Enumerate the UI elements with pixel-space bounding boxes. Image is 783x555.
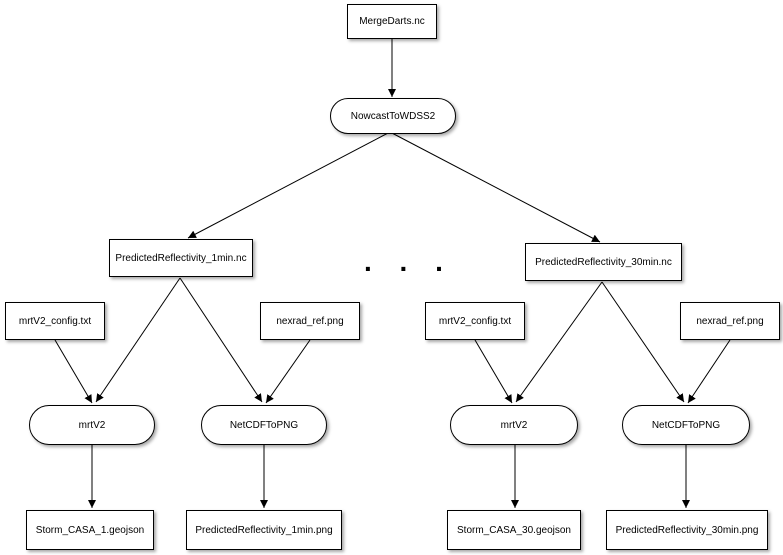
nowcasttowdss2-job-node: NowcastToWDSS2: [330, 98, 456, 134]
edge-nowcast-to-predicted-1min: [187, 131, 391, 239]
predicted-reflectivity-30min-file-node: PredictedReflectivity_30min.nc: [525, 243, 682, 281]
predicted-reflectivity-1min-file-node: PredictedReflectivity_1min.nc: [109, 239, 253, 277]
mrtv2-job-node-2: mrtV2: [450, 405, 578, 445]
edge-predicted-1min-to-mrtv2: [95, 277, 181, 403]
mrtv2-config-file-node-2: mrtV2_config.txt: [425, 302, 525, 340]
edge-ref-30-to-netcdftopng: [687, 339, 731, 404]
edge-predicted-1min-to-netcdftopng: [179, 277, 263, 403]
edge-ref-1-to-netcdftopng: [265, 339, 311, 404]
edge-nowcast-to-predicted-30min: [389, 131, 601, 243]
nexrad-ref-file-node: nexrad_ref.png: [260, 302, 360, 340]
storm-casa-1-geojson-file-node: Storm_CASA_1.geojson: [26, 510, 154, 550]
edge-predicted-30min-to-mrtv2: [515, 281, 603, 403]
nexrad-ref-file-node-2: nexrad_ref.png: [680, 302, 780, 340]
predicted-reflectivity-1min-png-file-node: PredictedReflectivity_1min.png: [186, 510, 342, 550]
mrtv2-job-node: mrtV2: [29, 405, 155, 445]
edge-predicted-30min-to-netcdftopng: [601, 281, 685, 403]
edge-config-30-to-mrtv2: [474, 339, 513, 404]
netcdftopng-job-node-2: NetCDFToPNG: [622, 405, 750, 445]
more-branches-ellipsis: . . .: [364, 246, 453, 277]
mergedarts-file-node: MergeDarts.nc: [347, 4, 437, 39]
edge-config-1-to-mrtv2: [54, 339, 93, 404]
netcdftopng-job-node: NetCDFToPNG: [201, 405, 327, 445]
mrtv2-config-file-node: mrtV2_config.txt: [5, 302, 105, 340]
storm-casa-30-geojson-file-node: Storm_CASA_30.geojson: [447, 510, 581, 550]
predicted-reflectivity-30min-png-file-node: PredictedReflectivity_30min.png: [606, 510, 768, 550]
